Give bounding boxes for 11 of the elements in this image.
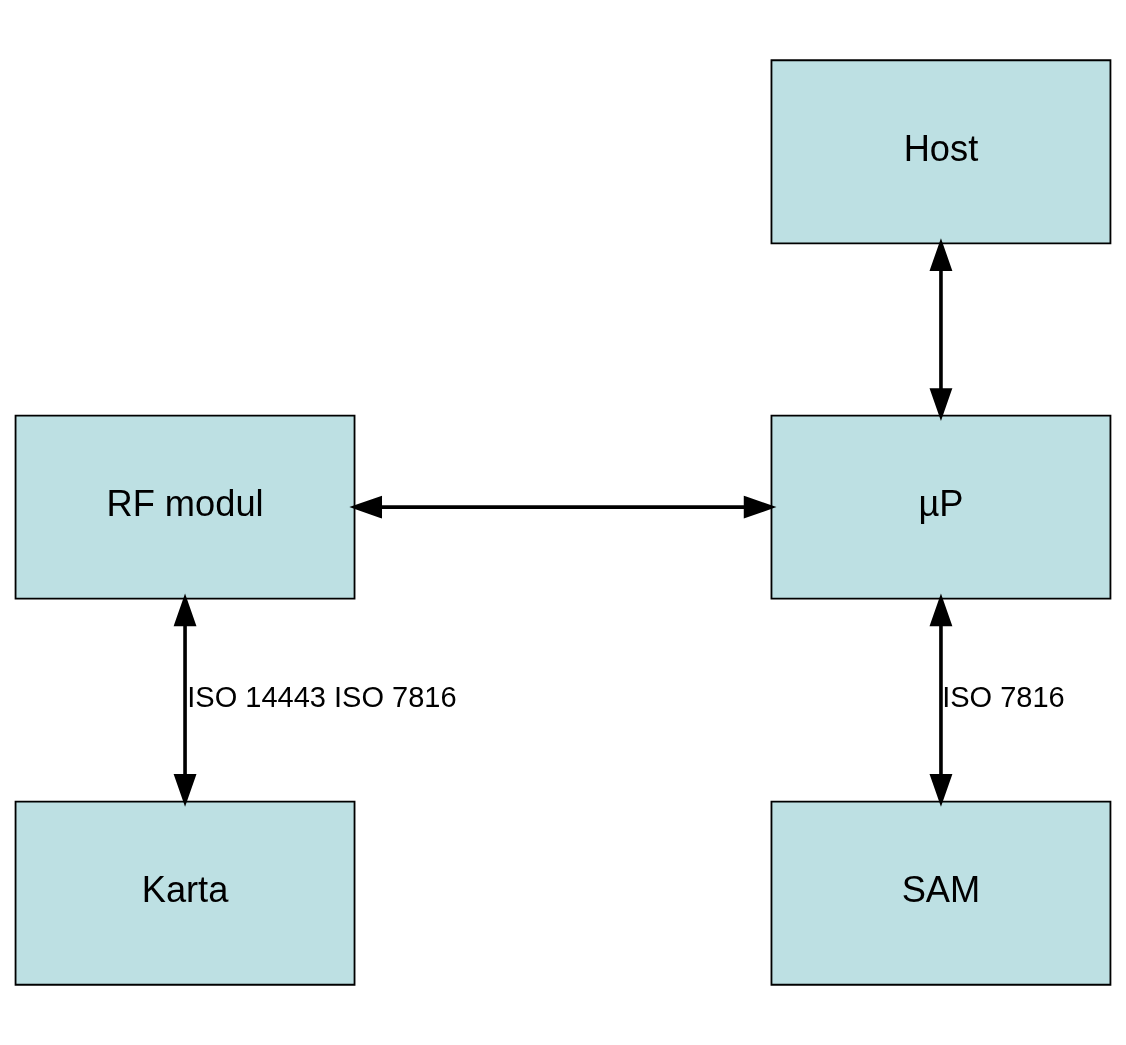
node-box: Host [770,59,1112,245]
edge-label: ISO 14443 ISO 7816 [187,681,457,714]
edge-label: ISO 7816 [942,681,1065,714]
node-box: SAM [770,800,1112,986]
arrow [349,495,777,519]
node-box: RF modul [14,414,356,600]
arrow [929,238,953,421]
node-box: µP [770,414,1112,600]
arrow [929,593,953,807]
node-box: Karta [14,800,356,986]
arrow [173,593,197,807]
